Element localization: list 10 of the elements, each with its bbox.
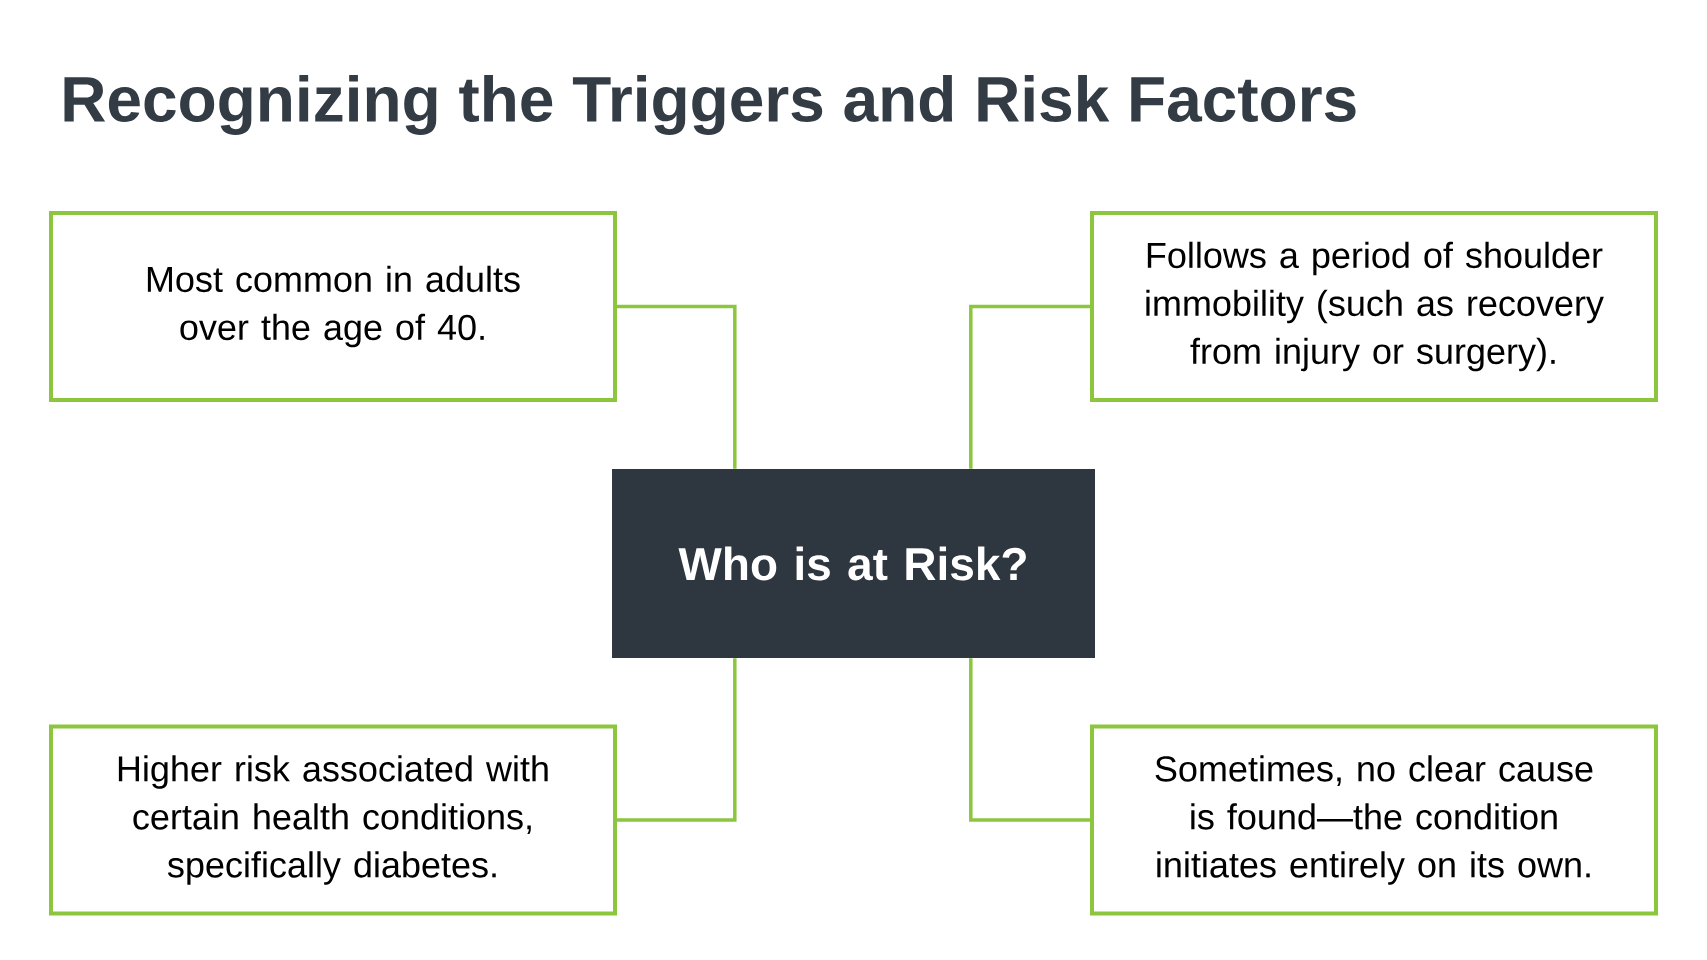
text-box: Higher risk associated with certain health conditions, specifically diabetes. — [49, 724, 617, 916]
connector-line — [969, 304, 1090, 469]
text-box: Sometimes, no clear cause is found—the condition initiates entirely on its own. — [1090, 724, 1658, 916]
text-box: Follows a period of shoulder immobility (such as recovery from injury or surgery). — [1090, 211, 1658, 402]
text-box: Most common in adults over the age of 40. — [49, 211, 617, 402]
title: Recognizing the Triggers and Risk Factors — [64, 75, 1356, 135]
connector-line — [969, 658, 1090, 822]
center-box: Who is at Risk? — [612, 469, 1095, 658]
connector-line — [617, 304, 737, 469]
connector-line — [617, 658, 737, 822]
